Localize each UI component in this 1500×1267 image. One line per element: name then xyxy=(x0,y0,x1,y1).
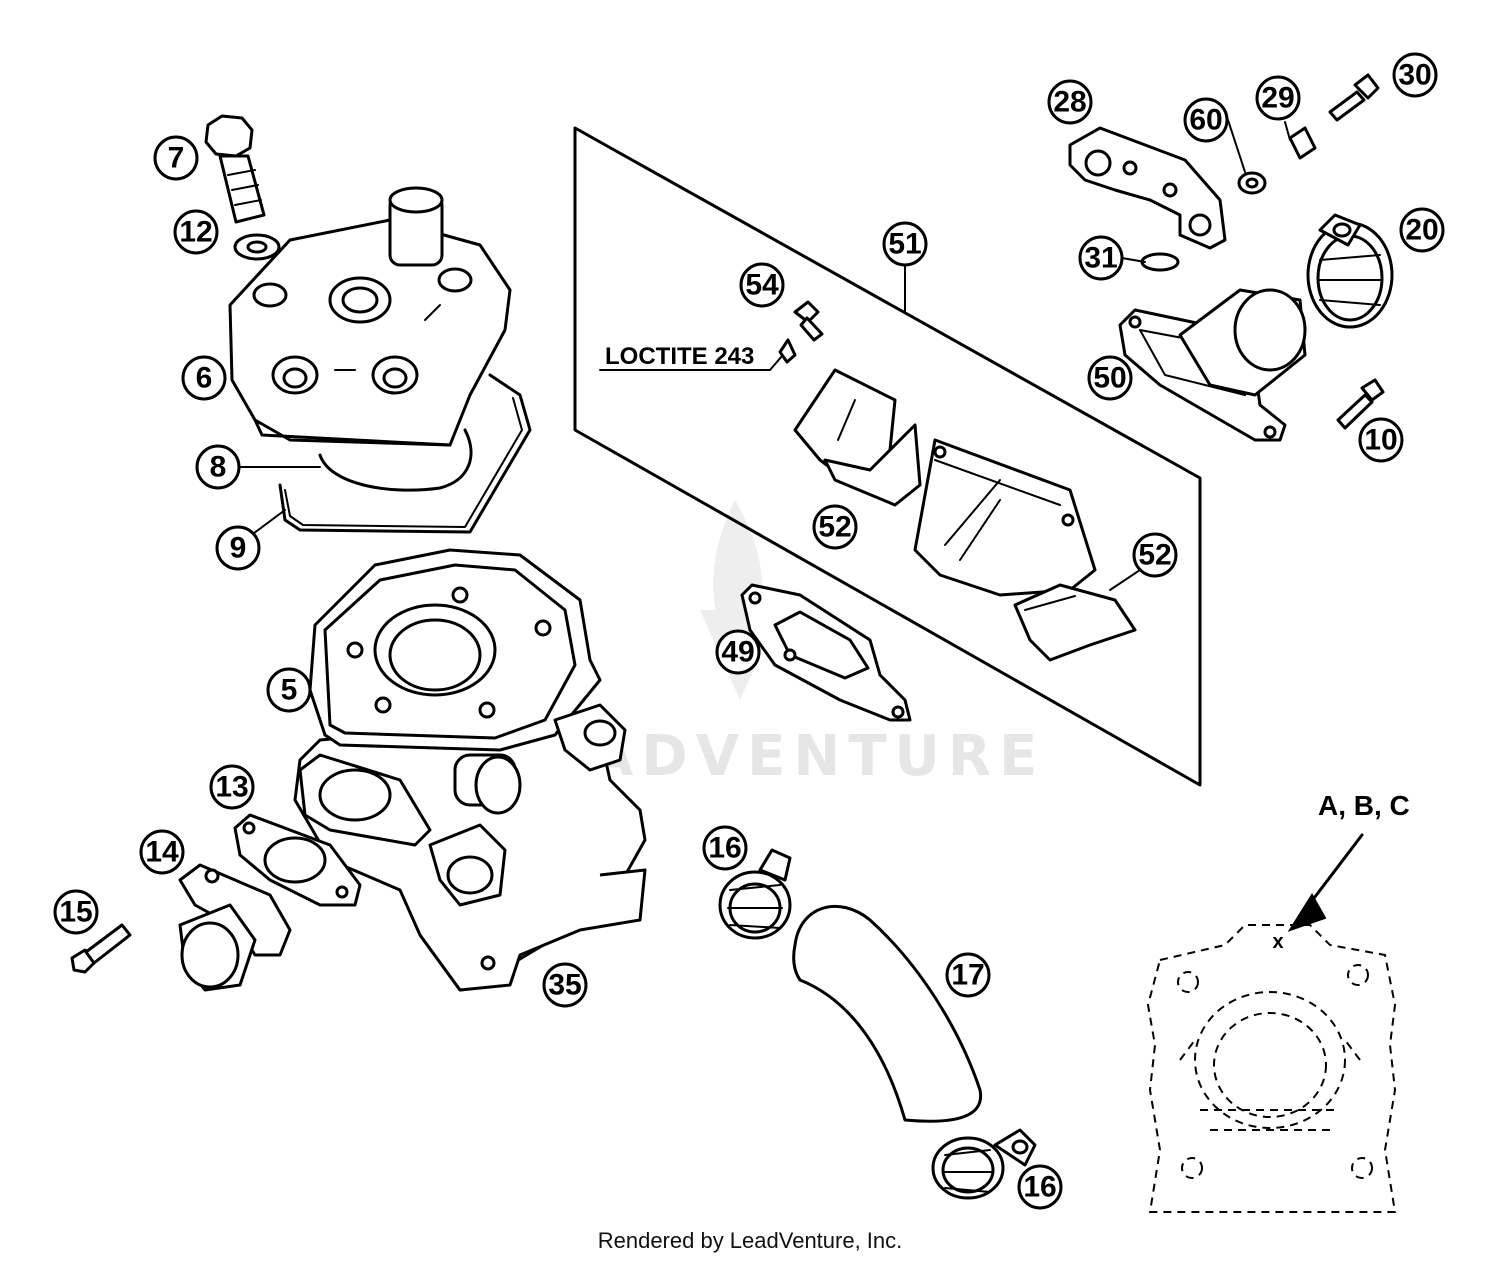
hose-clamp-part-20 xyxy=(1306,213,1394,329)
callout-12: 12 xyxy=(173,209,219,255)
loctite-label: LOCTITE 243 xyxy=(605,343,754,370)
svg-text:9: 9 xyxy=(230,532,247,565)
callout-52-right: 52 xyxy=(1132,532,1178,578)
washer-part-60 xyxy=(1237,171,1267,195)
svg-text:49: 49 xyxy=(721,636,754,669)
svg-text:51: 51 xyxy=(888,228,921,261)
screw-part-30 xyxy=(1328,73,1380,122)
gasket-part-13 xyxy=(233,813,362,907)
svg-text:50: 50 xyxy=(1093,362,1126,395)
callout-31: 31 xyxy=(1078,235,1124,281)
cylinder-head-part-6 xyxy=(228,186,512,447)
screw-part-10 xyxy=(1336,378,1385,430)
callout-6: 6 xyxy=(181,355,227,401)
svg-text:30: 30 xyxy=(1398,59,1431,92)
gasket-part-49 xyxy=(740,583,912,722)
callout-7: 7 xyxy=(153,135,199,181)
svg-text:60: 60 xyxy=(1189,104,1222,137)
svg-text:16: 16 xyxy=(1023,1171,1056,1204)
cylinder-variant-view: x xyxy=(1146,924,1397,1213)
hose-clamp-part-16-lower xyxy=(931,1128,1037,1200)
svg-text:8: 8 xyxy=(210,451,227,484)
callout-60: 60 xyxy=(1183,97,1229,143)
svg-text:7: 7 xyxy=(168,142,185,175)
callout-30: 30 xyxy=(1392,52,1438,98)
svg-text:5: 5 xyxy=(281,674,298,707)
svg-text:54: 54 xyxy=(745,269,779,302)
callout-35: 35 xyxy=(542,962,588,1008)
callout-20: 20 xyxy=(1399,207,1445,253)
svg-text:10: 10 xyxy=(1364,424,1397,457)
svg-text:6: 6 xyxy=(196,362,213,395)
svg-text:13: 13 xyxy=(215,771,248,804)
loctite-leader-line xyxy=(599,355,783,371)
reed-valve-box-part-51 xyxy=(573,126,1202,787)
exhaust-socket-part-14 xyxy=(178,863,292,992)
callout-5: 5 xyxy=(266,667,312,713)
callout-28: 28 xyxy=(1047,79,1093,125)
svg-text:12: 12 xyxy=(179,216,212,249)
svg-text:52: 52 xyxy=(1138,539,1171,572)
callout-52-left: 52 xyxy=(812,504,858,550)
callout-50: 50 xyxy=(1087,355,1133,401)
callout-17: 17 xyxy=(945,952,991,998)
callout-16-upper: 16 xyxy=(702,825,748,871)
svg-text:35: 35 xyxy=(548,969,581,1002)
svg-text:15: 15 xyxy=(59,896,92,929)
svg-text:17: 17 xyxy=(951,959,984,992)
callout-16-lower: 16 xyxy=(1017,1164,1063,1210)
washer-part-12 xyxy=(233,233,281,261)
footer-credit: Rendered by LeadVenture, Inc. xyxy=(597,1228,903,1253)
bracket-part-28 xyxy=(1068,126,1227,250)
bolt-part-15 xyxy=(70,923,132,974)
svg-text:31: 31 xyxy=(1084,242,1117,275)
svg-text:52: 52 xyxy=(818,511,851,544)
callout-49: 49 xyxy=(715,629,761,675)
callout-15: 15 xyxy=(53,889,99,935)
callout-10: 10 xyxy=(1358,417,1404,463)
spacer-part-29 xyxy=(1288,126,1317,160)
callout-9: 9 xyxy=(215,525,261,571)
gasket-part-9 xyxy=(278,373,532,534)
svg-text:16: 16 xyxy=(708,832,741,865)
o-ring-part-8 xyxy=(318,428,473,492)
callout-13: 13 xyxy=(209,764,255,810)
variant-mark: x xyxy=(1272,931,1283,953)
callout-29: 29 xyxy=(1255,75,1301,121)
svg-text:29: 29 xyxy=(1261,82,1294,115)
callout-54: 54 xyxy=(739,262,785,308)
bolt-part-7 xyxy=(204,114,266,224)
hose-clamp-part-16-upper xyxy=(718,848,792,940)
callout-14: 14 xyxy=(139,829,185,875)
svg-text:14: 14 xyxy=(145,836,179,869)
washer-part-31 xyxy=(1140,252,1180,272)
svg-text:28: 28 xyxy=(1053,86,1086,119)
variant-arrow xyxy=(1287,833,1364,932)
callout-8: 8 xyxy=(195,444,241,490)
svg-text:20: 20 xyxy=(1405,214,1438,247)
water-hose-part-17 xyxy=(792,904,983,1123)
intake-flange-part-50 xyxy=(1118,288,1307,442)
callout-51: 51 xyxy=(882,221,928,267)
cylinder-part-5 xyxy=(293,548,647,992)
variant-label: A, B, C xyxy=(1318,790,1410,821)
